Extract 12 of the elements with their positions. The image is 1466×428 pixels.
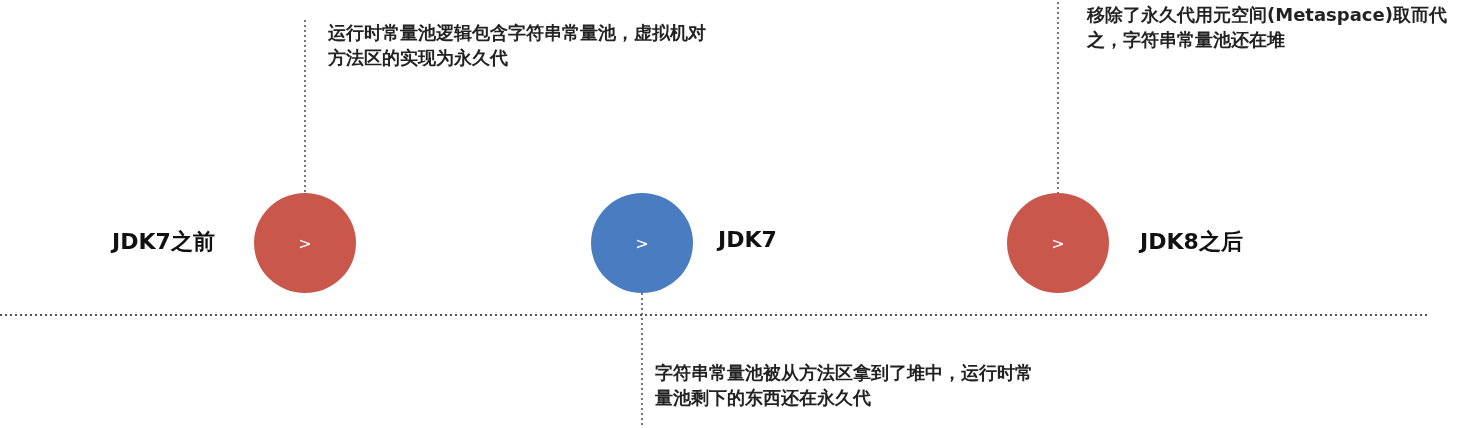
- milestone-circle: >: [254, 193, 356, 293]
- milestone-label: JDK7之前: [112, 228, 215, 256]
- leader-line: [304, 19, 306, 194]
- leader-line: [1057, 1, 1059, 194]
- leader-line: [641, 292, 643, 428]
- milestone-circle: >: [1007, 193, 1109, 293]
- milestone-label: JDK7: [718, 227, 777, 252]
- milestone-label: JDK8之后: [1140, 228, 1243, 256]
- milestone-circle: >: [591, 193, 693, 293]
- note-text: 字符串常量池被从方法区拿到了堆中，运行时常量池剩下的东西还在永久代: [642, 360, 1035, 410]
- note-text: 移除了永久代用元空间(Metaspace)取而代之，字符串常量池还在堆: [1058, 2, 1466, 52]
- note-text: 运行时常量池逻辑包含字符串常量池，虚拟机对方法区的实现为永久代: [305, 20, 708, 70]
